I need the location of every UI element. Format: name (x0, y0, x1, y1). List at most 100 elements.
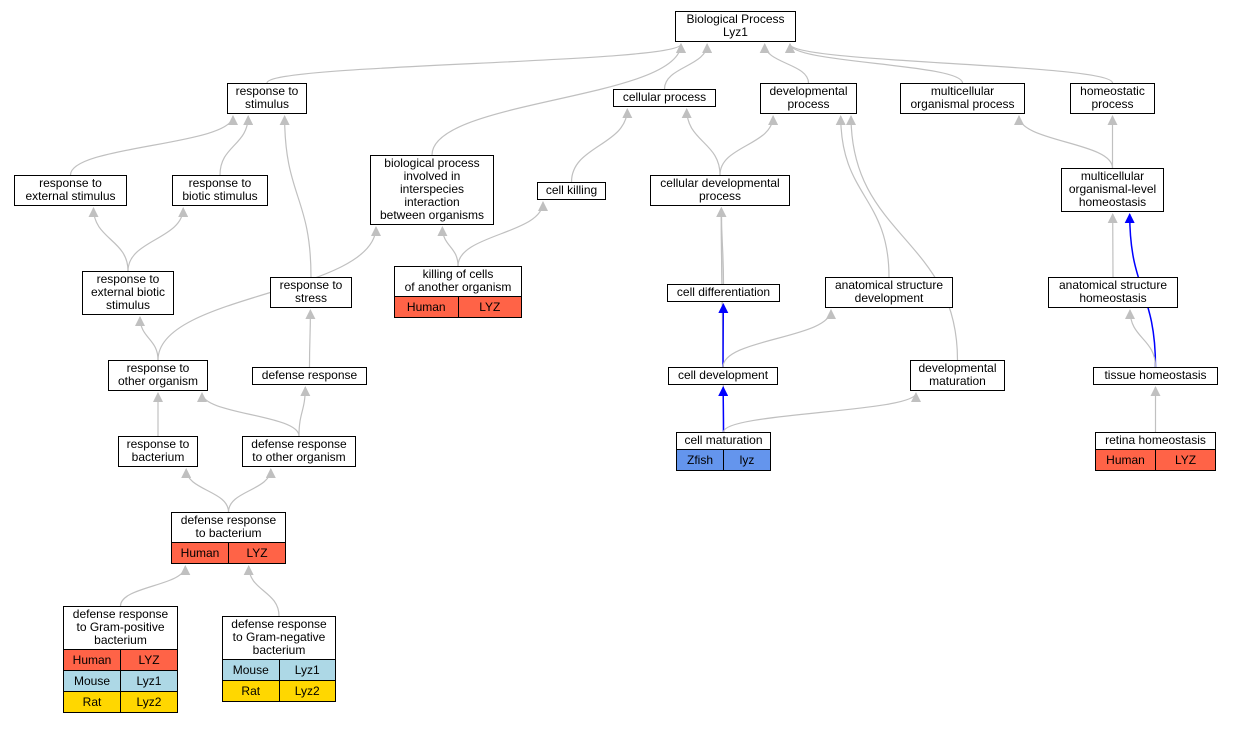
node-label: defense response (253, 368, 366, 384)
node-label-line: developmental (769, 84, 848, 98)
node-label-line: tissue homeostasis (1104, 368, 1207, 382)
node-label-line: cell development (677, 368, 769, 382)
node-label-line: process (787, 97, 830, 111)
node-cell-differentiation[interactable]: cell differentiation (667, 284, 780, 302)
node-label-line: cell killing (545, 183, 598, 197)
node-cellular-process[interactable]: cellular process (613, 89, 716, 107)
edge-response-to-stress-to-response-to-stimulus (279, 115, 312, 278)
node-label-line: homeostasis (1079, 291, 1147, 305)
node-label-line: bacterium (94, 633, 147, 647)
node-label-line: other organism (117, 374, 199, 388)
edge-cellular-developmental-process-to-developmental-process (719, 115, 779, 176)
node-label-line: response to (126, 437, 190, 451)
node-label-line: organismal process (910, 97, 1015, 111)
node-defense-response[interactable]: defense response (252, 367, 367, 385)
node-label-line: interspecies (399, 182, 465, 196)
node-label-line: involved in (403, 169, 461, 183)
annotation-gene: Lyz1 (278, 660, 336, 680)
node-label-line: defense response (261, 368, 358, 382)
edge-response-to-external-biotic-stimulus-to-response-to-external-stimulus (88, 207, 129, 272)
edge-cellular-process-to-root (663, 43, 713, 90)
node-label-line: to bacterium (195, 526, 262, 540)
node-label-line: biological process (384, 156, 480, 170)
node-label-line: bacterium (252, 643, 306, 657)
edge-killing-of-cells-to-cell-killing (457, 201, 548, 267)
edge-defense-response-to-other-organism-to-defense-response (298, 386, 311, 437)
node-label-line: external stimulus (25, 189, 116, 203)
node-label-line: defense response (72, 607, 169, 621)
node-label-line: cellular process (622, 90, 707, 104)
node-label: tissue homeostasis (1094, 368, 1217, 384)
node-label-line: Biological Process (686, 12, 785, 26)
edge-multicellular-organismal-homeostasis-to-multicellular-organismal-process (1014, 115, 1114, 169)
annotation-species: Mouse (73, 674, 111, 688)
edge-tissue-homeostasis-to-anatomical-structure-homeostasis (1125, 309, 1157, 368)
annotation-gene: LYZ (228, 543, 285, 563)
edge-defense-response-to-gram-negative-to-defense-response-to-bacterium (243, 565, 280, 617)
annotation-species: Human (1106, 453, 1145, 467)
node-label-line: retina homeostasis (1105, 433, 1206, 447)
annotation-species: Human (72, 653, 112, 667)
annotation-gene: LYZ (120, 650, 177, 670)
edge-developmental-process-to-root (759, 43, 810, 84)
node-label-line: organismal-level (1068, 182, 1157, 196)
node-cell-killing[interactable]: cell killing (537, 182, 606, 200)
node-label-line: between organisms (379, 208, 485, 222)
node-label: retina homeostasis (1096, 433, 1215, 449)
node-tissue-homeostasis[interactable]: tissue homeostasis (1093, 367, 1218, 385)
node-label: cell development (669, 368, 777, 384)
node-label-line: anatomical structure (834, 278, 944, 292)
node-label-line: defense response (251, 437, 347, 451)
edge-cell-development-to-anatomical-structure-development (722, 309, 836, 368)
node-label-line: anatomical structure (1058, 278, 1168, 292)
node-label-line: maturation (929, 374, 986, 388)
node-label-line: to other organism (252, 450, 346, 464)
annotation-species: Zfish (686, 453, 713, 467)
edge-homeostatic-process-to-root (785, 43, 1114, 84)
node-label-line: response to (39, 176, 102, 190)
edge-cell-maturation-to-developmental-maturation (722, 392, 921, 433)
node-label-line: stress (294, 291, 327, 305)
node-label-line: response to (96, 272, 160, 286)
node-cell-development[interactable]: cell development (668, 367, 778, 385)
edge-response-to-stimulus-to-root (266, 43, 686, 84)
annotation-gene: Lyz2 (120, 692, 177, 712)
node-label-line: developmental (918, 361, 997, 375)
edge-multicellular-organismal-process-to-root (785, 43, 964, 84)
node-label: cellular process (614, 90, 715, 106)
node-label: cell maturation (677, 433, 770, 449)
annotation-gene: LYZ (457, 297, 522, 317)
